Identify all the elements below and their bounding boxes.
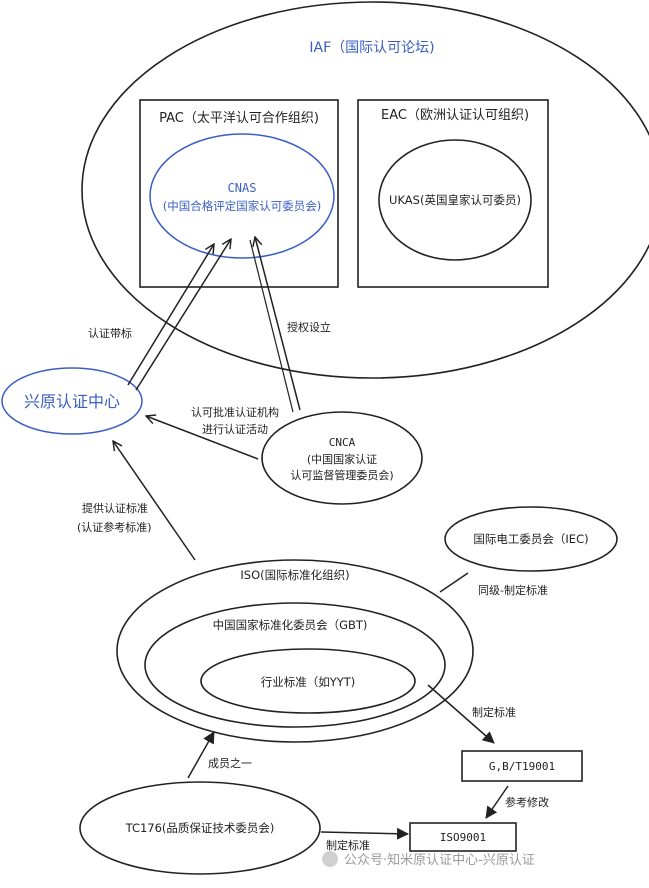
industry-label: 行业标准（如YYT)	[261, 675, 356, 689]
iso-ellipse	[116, 559, 474, 743]
cnca-name: CNCA	[329, 436, 356, 449]
make-standard-label-1: 制定标准	[472, 705, 516, 719]
cert-mark-arrow-1	[127, 244, 214, 386]
cnas-fullname: (中国合格评定国家认可委员会)	[163, 199, 321, 213]
tc176-label: TC176(品质保证技术委员会)	[125, 821, 275, 835]
member-label: 成员之一	[208, 756, 252, 770]
authorize-label: 授权设立	[287, 320, 331, 334]
make-standard-arrow-1	[427, 684, 495, 744]
member-arrow	[187, 731, 215, 779]
peer-label: 同级-制定标准	[478, 583, 548, 597]
make-standard-label-2: 制定标准	[326, 838, 370, 852]
iaf-ellipse	[81, 1, 649, 379]
cert-mark-label: 认证带标	[88, 326, 132, 340]
approve-label-2: 进行认证活动	[202, 423, 268, 436]
provide-label-1: 提供认证标准	[82, 501, 148, 515]
cert-mark-arrow-2	[135, 239, 231, 391]
iso9001-label: ISO9001	[440, 831, 486, 844]
approve-label-1: 认可批准认证机构	[191, 405, 279, 419]
cnca-line2: 认可监督管理委员会)	[290, 468, 393, 482]
ref-modify-label: 参考修改	[505, 795, 549, 809]
watermark-text: 公众号·知米原认证中心-兴原认证	[344, 852, 535, 868]
iso-label: ISO(国际标准化组织)	[240, 568, 349, 582]
peer-line	[439, 572, 469, 593]
cnca-line1: (中国国家认证	[307, 452, 377, 466]
iso9001-box	[409, 822, 517, 852]
eac-box	[357, 99, 549, 288]
authorize-arrow-2	[249, 239, 294, 413]
iaf-label: IAF（国际认可论坛)	[309, 40, 434, 56]
pac-box	[139, 99, 339, 288]
pac-label: PAC（太平洋认可合作组织)	[159, 111, 319, 126]
ukas-label: UKAS(英国皇家认可委员)	[389, 193, 521, 207]
eac-label: EAC（欧洲认证认可组织)	[381, 108, 529, 123]
tc176-ellipse	[79, 781, 321, 875]
cnas-ellipse	[149, 133, 335, 259]
ref-modify-arrow	[485, 785, 509, 819]
iec-ellipse	[444, 506, 618, 572]
watermark: 公众号·知米原认证中心-兴原认证	[322, 851, 535, 868]
gbt-committee-ellipse	[144, 602, 446, 728]
gbt19001-box	[461, 750, 583, 782]
xingyuan-ellipse	[1, 367, 143, 435]
make-standard-arrow-2	[320, 827, 409, 840]
authorize-arrow-1	[255, 237, 301, 411]
iec-label: 国际电工委员会（IEC)	[473, 532, 588, 546]
gbt19001-label: G,B/T19001	[489, 760, 555, 773]
provide-standard-arrow	[113, 441, 196, 561]
wechat-icon	[322, 851, 338, 867]
industry-ellipse	[200, 648, 416, 714]
cnca-ellipse	[261, 411, 423, 505]
ukas-ellipse	[378, 139, 532, 261]
cnas-name: CNAS	[228, 181, 257, 195]
xingyuan-label: 兴原认证中心	[24, 392, 120, 411]
provide-label-2: (认证参考标准)	[77, 520, 152, 534]
gbt-committee-label: 中国国家标准化委员会（GBT)	[213, 618, 368, 632]
approve-arrow	[146, 416, 259, 460]
